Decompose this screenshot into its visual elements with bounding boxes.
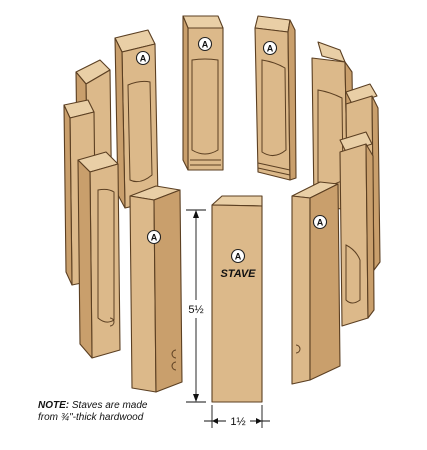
label-a-front-left: A xyxy=(146,229,162,245)
stave-front-center xyxy=(211,195,263,403)
label-a-front-right: A xyxy=(312,214,328,230)
label-a-back-center-right: A xyxy=(262,40,278,56)
svg-text:A: A xyxy=(202,40,209,50)
svg-text:A: A xyxy=(151,233,158,243)
height-dimension-text: 5½ xyxy=(188,304,203,316)
svg-text:A: A xyxy=(317,218,324,228)
material-note: NOTE: Staves are made from ¾"-thick hard… xyxy=(38,400,238,424)
stave-back-center-left xyxy=(182,15,224,171)
label-a-back-left: A xyxy=(135,50,151,66)
note-line1: Staves are made xyxy=(71,400,148,411)
stave-front-left xyxy=(129,185,183,393)
svg-text:A: A xyxy=(267,44,274,54)
stave-back-left xyxy=(114,29,159,209)
height-dimension: 5½ xyxy=(186,209,206,403)
stave-front-far-left xyxy=(77,151,121,359)
svg-text:A: A xyxy=(235,252,242,262)
label-a-back-center-left: A xyxy=(197,36,213,52)
label-a-front-center: A xyxy=(230,248,246,264)
stave-back-center-right xyxy=(254,15,297,181)
width-dimension-text: 1½ xyxy=(230,416,245,428)
note-line2: from ¾"-thick hardwood xyxy=(38,412,144,423)
stave-right-side xyxy=(339,131,375,327)
stave-front-right xyxy=(291,181,341,385)
svg-text:A: A xyxy=(140,54,147,64)
stave-label: STAVE xyxy=(220,268,256,280)
width-dimension: 1½ xyxy=(204,405,270,428)
note-prefix: NOTE: xyxy=(38,400,70,411)
